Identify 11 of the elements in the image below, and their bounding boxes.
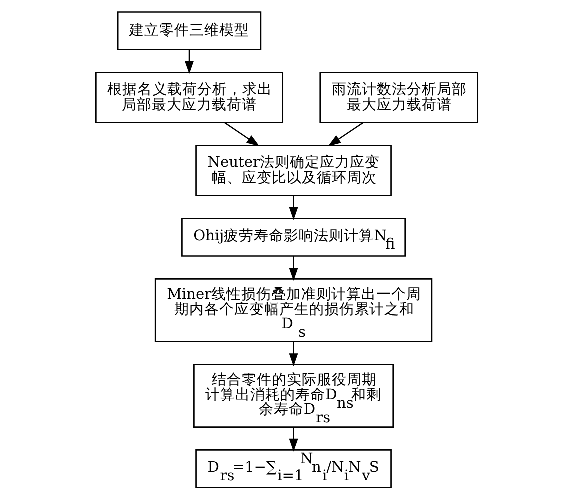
arrow [289, 428, 298, 452]
arrow [289, 196, 298, 220]
node-box: 雨流计数法分析局部最大应力载荷谱 [320, 72, 478, 124]
node-box: Neuter法则确定应力应变幅、应变比以及循环周次 [196, 145, 392, 196]
node-box: 根据名义载荷分析，求出局部最大应力载荷谱 [96, 72, 284, 124]
node-box: 建立零件三维模型 [117, 12, 262, 50]
arrow [289, 342, 298, 367]
arrow [328, 122, 364, 147]
arrow [184, 50, 194, 74]
arrow [289, 256, 298, 282]
arrow [224, 122, 260, 147]
